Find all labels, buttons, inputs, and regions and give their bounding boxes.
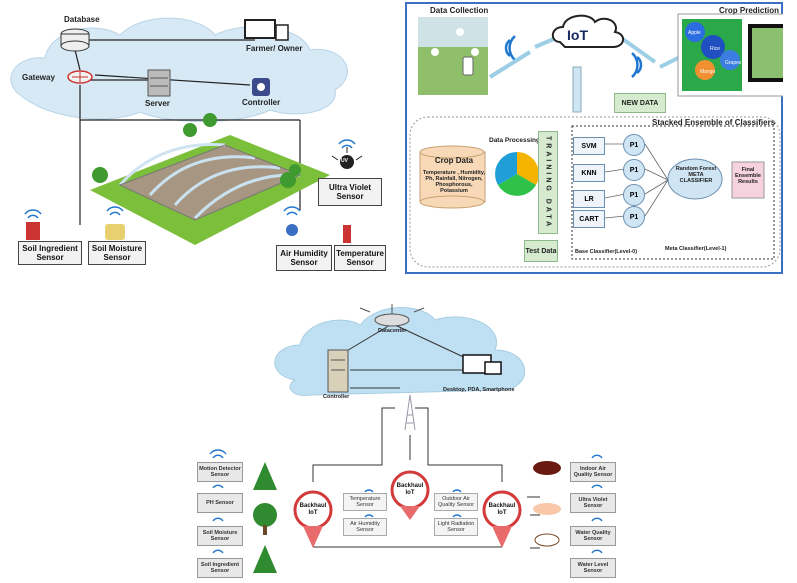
- wireless-icons: [504, 35, 643, 78]
- backhaul-panel: Datacenter Controller Desktop, PDA, Smar…: [185, 290, 616, 583]
- backhaul-pin-icons: [293, 470, 522, 548]
- data-processing-label: Data Processing: [489, 137, 540, 144]
- meta-classifier-node: [667, 158, 723, 200]
- backhaul-graphic: [209, 304, 603, 573]
- classifier-lr: LR: [573, 190, 605, 208]
- iot-cloud-icon: [551, 14, 624, 48]
- wifi-icons: [209, 449, 603, 554]
- tree-icons: [253, 462, 277, 573]
- uv-sensor-icon: [331, 147, 363, 169]
- database-label: Database: [64, 15, 100, 24]
- server-icon: [147, 69, 171, 97]
- controller-server-icon: [327, 349, 349, 393]
- base-classifier-label: Base Classifier(Level-0): [575, 249, 638, 255]
- server-label: Server: [145, 99, 170, 108]
- map-label-grapes: Grapes: [725, 60, 742, 66]
- prediction-node: P1: [623, 159, 645, 181]
- greenhouse-icon: [90, 135, 330, 245]
- soil-ingredient-sensor-box: Soil Ingredient Sensor: [18, 241, 82, 265]
- prediction-node: P1: [623, 206, 645, 228]
- data-collection-label: Data Collection: [430, 6, 489, 15]
- meta-classifier-label: Random Forest META CLASSIFIER: [675, 166, 717, 185]
- middle-sensor-box: Temperature Sensor: [343, 493, 387, 511]
- stacked-ensemble-label: Stacked Ensemble of Classifiers: [652, 118, 776, 127]
- middle-sensor-box: Air Humidity Sensor: [343, 518, 387, 536]
- animal-icons: [533, 461, 561, 547]
- devices-label: Desktop, PDA, Smartphone: [443, 387, 515, 393]
- crop-prediction-graphic: [409, 13, 783, 268]
- left-sensor-box: PH Sensor: [197, 493, 243, 513]
- prediction-node: P1: [623, 134, 645, 156]
- crop-prediction-panel: Data Collection IoT Crop Prediction Appl…: [405, 2, 783, 274]
- final-results-label: Final Ensemble Results: [735, 167, 761, 186]
- middle-sensor-box: Outdoor Air Quality Sensor: [434, 493, 478, 511]
- prediction-node: P1: [623, 184, 645, 206]
- computer-icon: [244, 19, 289, 41]
- crop-prediction-label: Crop Prediction: [719, 6, 780, 15]
- middle-sensor-box: Light Radiation Sensor: [434, 518, 478, 536]
- air-humidity-sensor-box: Air Humidity Sensor: [276, 245, 332, 271]
- classifier-knn: KNN: [573, 164, 605, 182]
- ultra-violet-sensor-box: Ultra Violet Sensor: [318, 178, 382, 206]
- gateway-label: Gateway: [22, 73, 55, 82]
- devices-icon: [462, 354, 502, 375]
- new-data-box: NEW DATA: [614, 93, 666, 113]
- controller-label: Controller: [242, 98, 281, 107]
- right-sensor-box: Water Level Sensor: [570, 558, 616, 578]
- classifier-cart: CART: [573, 210, 605, 228]
- right-sensor-box: Indoor Air Quality Sensor: [570, 462, 616, 482]
- soil-moisture-sensor-box: Soil Moisture Sensor: [88, 241, 146, 265]
- temperature-sensor-box: Temperature Sensor: [334, 245, 386, 271]
- signal-bolts: [488, 30, 681, 79]
- meta-classifier-level-label: Meta Classifier(Level-1): [665, 246, 727, 252]
- map-label-rice: Rice: [710, 46, 721, 52]
- crop-data-body: Temperature , Humidity, Ph, Rainfall, Ni…: [422, 170, 486, 195]
- map-label-apple: Apple: [688, 30, 701, 36]
- classifier-edges: [604, 143, 669, 219]
- smart-farm-panel: Database Farmer/ Owner Gateway Server Co…: [0, 0, 395, 285]
- database-icon: [60, 28, 90, 52]
- router-icon: [67, 70, 93, 84]
- crop-data-title: Crop Data: [434, 156, 474, 165]
- data-processing-pie: [495, 152, 539, 196]
- training-data-box: TRAINING DATA: [538, 131, 558, 234]
- iot-logo-text: IoT: [567, 27, 588, 43]
- test-data-box: Test Data: [524, 240, 558, 262]
- crop-data-cylinder: [419, 145, 486, 209]
- uv-icon-text: UV: [341, 158, 348, 164]
- classifier-svm: SVM: [573, 137, 605, 155]
- map-label-mango: Mango: [700, 69, 716, 75]
- controller-icon: [252, 78, 270, 96]
- controller-label: Controller: [323, 394, 350, 400]
- left-sensor-box: Soil Moisture Sensor: [197, 526, 243, 546]
- datacenter-icon: [359, 304, 425, 327]
- farmer-owner-label: Farmer/ Owner: [246, 44, 303, 53]
- network-lines: [74, 39, 301, 225]
- right-sensor-box: Water Quality Sensor: [570, 526, 616, 546]
- tree-icons: [92, 113, 301, 188]
- backhaul-iot-label: Backhaul IoT: [299, 503, 327, 516]
- smart-farm-graphic: [10, 17, 363, 245]
- tower-icon: [404, 394, 416, 431]
- backhaul-iot-label: Backhaul IoT: [488, 503, 516, 516]
- left-sensor-box: Motion Detector Sensor: [197, 462, 243, 482]
- datacenter-label: Datacenter: [378, 328, 407, 334]
- soil-sensor-icons: [26, 222, 351, 243]
- left-sensor-box: Soil Ingredient Sensor: [197, 558, 243, 578]
- wifi-icons: [24, 139, 356, 219]
- backhaul-iot-label: Backhaul IoT: [396, 483, 424, 496]
- right-sensor-box: Ultra Violet Sensor: [570, 493, 616, 513]
